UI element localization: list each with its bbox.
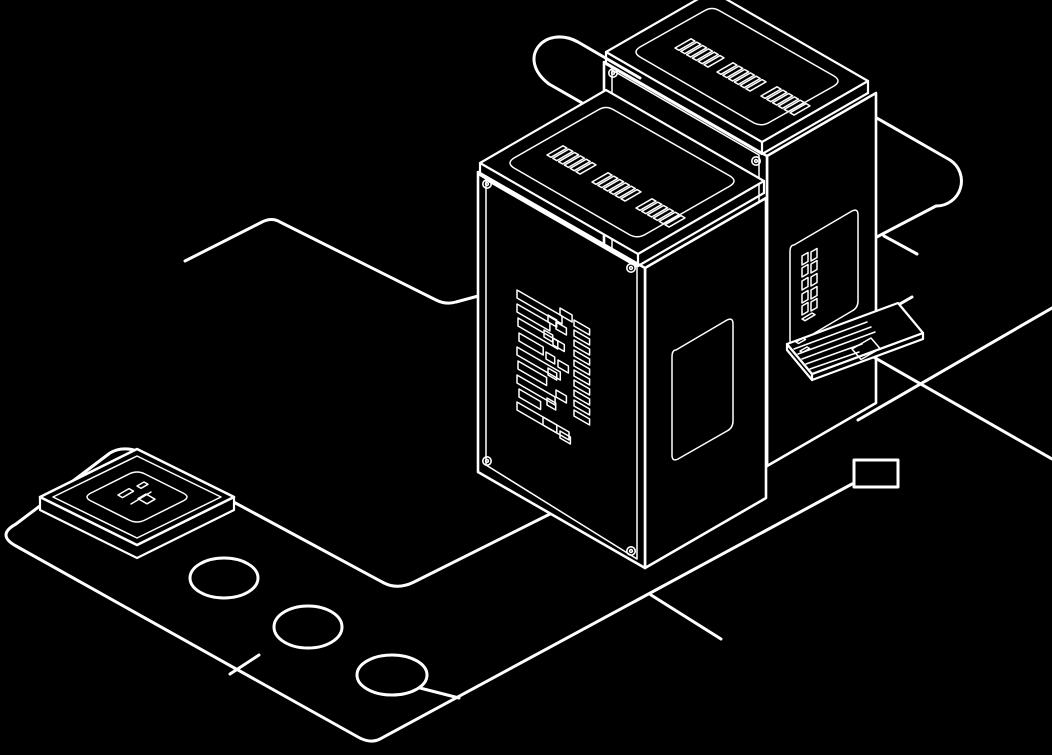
back-unit-side-panel [789, 209, 859, 346]
label-text-block [516, 303, 551, 332]
label-column-block [573, 359, 591, 376]
label-column-block [573, 349, 591, 366]
label-column-block [573, 389, 591, 406]
label-text-block [516, 289, 563, 325]
label-text-block [559, 307, 573, 323]
u-turn-trace [866, 111, 963, 256]
pad-chip-rim [52, 455, 222, 539]
back-unit-lid-inset [635, 7, 839, 126]
dip-switch-blocks [801, 247, 818, 316]
front-unit-side-panel [671, 318, 734, 461]
solder-pad-3 [355, 653, 429, 697]
label-text-block [545, 351, 556, 365]
label-column-block [573, 329, 591, 346]
terminal-rectangle [852, 458, 900, 489]
label-text-block [518, 388, 542, 411]
label-text-block [557, 359, 570, 374]
back-unit-right-face [765, 91, 878, 468]
label-text-block [555, 389, 568, 404]
label-text-block [517, 360, 548, 387]
zigzag-inlet-trace [183, 218, 484, 305]
dip-block [810, 285, 818, 300]
pad-chip [38, 447, 236, 560]
branch-stub [649, 593, 723, 641]
label-text-block [516, 346, 562, 381]
label-text-block [552, 337, 566, 353]
label-text-block [518, 332, 544, 356]
solder-pad-1 [188, 556, 260, 600]
card-mark [799, 346, 811, 354]
card-stripe [793, 321, 868, 350]
card-stripe [805, 343, 863, 365]
front-unit-front-border [485, 179, 638, 560]
dip-block [810, 297, 818, 312]
crossing-trace-a [856, 306, 1052, 422]
label-column-block [573, 399, 591, 416]
card-mark [795, 337, 807, 345]
front-unit-front-face [476, 170, 647, 570]
card-tray [785, 301, 925, 382]
label-column-block [573, 409, 591, 426]
solder-pad-2 [272, 604, 344, 650]
label-column-block [573, 319, 591, 336]
pad-chip-inset [86, 471, 188, 523]
front-unit-screws [481, 179, 636, 556]
front-unit-lid-inset [509, 106, 735, 238]
dip-block [801, 263, 809, 278]
dip-block [801, 289, 809, 304]
crossing-trace-b [868, 353, 1052, 461]
card-chip [851, 337, 881, 361]
u-turn-stub [882, 234, 919, 256]
card-stripe-lines [793, 321, 876, 370]
label-text-block [559, 430, 572, 445]
front-unit-spec-label-column [573, 319, 591, 426]
label-column-block [573, 379, 591, 396]
card-stripe [797, 326, 872, 355]
card-stripe [809, 351, 860, 370]
card-top-face [785, 301, 925, 376]
dip-block [810, 272, 818, 287]
dip-block [801, 251, 809, 266]
dip-block [801, 301, 809, 316]
dip-block [801, 276, 809, 291]
dip-switch-dash [801, 312, 816, 322]
label-column-block [573, 369, 591, 386]
tick-mark [228, 653, 261, 676]
dip-block [810, 247, 818, 262]
label-text-block [546, 397, 557, 411]
card-stripe [801, 331, 876, 360]
label-text-block [542, 416, 570, 441]
label-text-block [547, 367, 558, 381]
front-unit [476, 88, 768, 570]
label-text-block [555, 321, 568, 336]
component-mark-icon [117, 481, 156, 505]
capsule-trace [532, 35, 642, 138]
label-column-block [573, 339, 591, 356]
pad-chip-top [38, 447, 236, 547]
dip-block [810, 259, 818, 274]
pad-stub [418, 686, 461, 700]
front-unit-spec-label [516, 289, 573, 445]
solder-pads [188, 556, 429, 697]
